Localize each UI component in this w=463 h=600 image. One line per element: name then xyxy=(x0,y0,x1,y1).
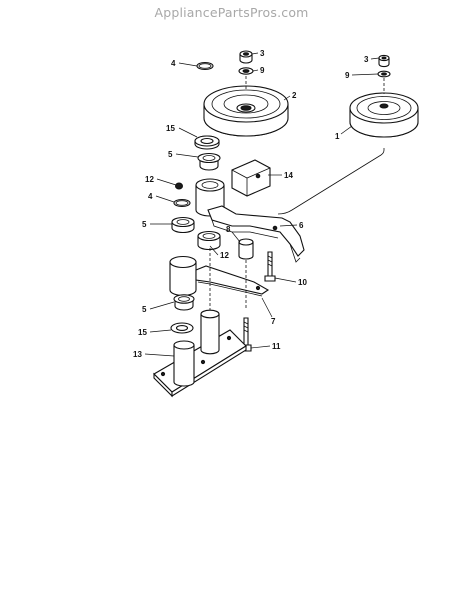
callout-labels: 3 9 4 2 3 9 1 15 5 12 14 4 6 5 8 12 10 7… xyxy=(133,49,369,359)
plate-post-rear xyxy=(200,309,220,355)
callout-3: 3 xyxy=(260,49,265,58)
callout-15: 15 xyxy=(166,124,175,133)
pulley-washer xyxy=(238,67,254,75)
callout-13: 13 xyxy=(133,350,142,359)
callout-10: 10 xyxy=(298,278,307,287)
callout-3: 3 xyxy=(364,55,369,64)
callout-5: 5 xyxy=(142,220,147,229)
belt-route-line xyxy=(277,148,385,215)
callout-4: 4 xyxy=(148,192,153,201)
flange-bushing xyxy=(197,152,221,171)
spacer-washer xyxy=(194,135,220,150)
flange-bushing xyxy=(171,216,195,234)
spacer-sleeve xyxy=(238,238,254,260)
callout-5: 5 xyxy=(142,305,147,314)
small-pulley xyxy=(349,92,419,138)
callout-15: 15 xyxy=(138,328,147,337)
arm-bolt xyxy=(264,251,276,282)
pulley-nut xyxy=(239,50,253,64)
callout-12: 12 xyxy=(145,175,154,184)
small-ball-detent xyxy=(175,182,183,190)
callout-9: 9 xyxy=(345,71,350,80)
pivot-sleeve-lower xyxy=(197,230,221,251)
snap-ring xyxy=(173,198,191,208)
callout-12: 12 xyxy=(220,251,229,260)
callout-4: 4 xyxy=(171,59,176,68)
callout-7: 7 xyxy=(271,317,276,326)
callout-14: 14 xyxy=(284,171,293,180)
large-pulley xyxy=(203,85,289,137)
flange-bushing xyxy=(173,294,195,311)
callout-2: 2 xyxy=(292,91,297,100)
callout-11: 11 xyxy=(272,342,281,351)
callout-5: 5 xyxy=(168,150,173,159)
callout-9: 9 xyxy=(260,66,265,75)
leader-lines xyxy=(144,52,380,357)
spacer-washer xyxy=(170,322,194,334)
pulley-washer xyxy=(377,70,391,78)
callout-1: 1 xyxy=(335,132,340,141)
callout-6: 6 xyxy=(299,221,304,230)
site-watermark: AppliancePartsPros.com xyxy=(154,5,309,20)
callout-8: 8 xyxy=(226,225,231,234)
mounting-plate xyxy=(153,329,247,398)
tension-arm xyxy=(169,255,270,297)
plate-post-front xyxy=(173,340,195,387)
pulley-nut xyxy=(378,54,390,68)
idler-bracket xyxy=(231,159,271,197)
snap-ring xyxy=(196,61,214,71)
